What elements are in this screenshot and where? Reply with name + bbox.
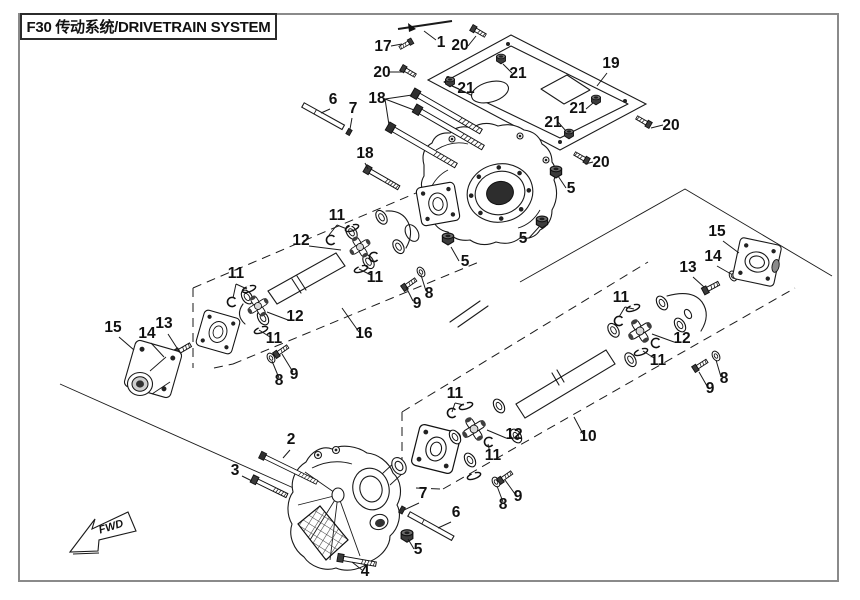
callout-18: 18	[356, 145, 374, 162]
callout-8: 8	[720, 370, 729, 387]
callout-11: 11	[447, 385, 464, 402]
callout-11: 11	[228, 265, 245, 282]
fwd-arrow: FWD	[68, 511, 137, 555]
leader-lines	[118, 30, 740, 571]
page-title-text: F30 传动系统/DRIVETRAIN SYSTEM	[26, 19, 271, 36]
callout-18: 18	[368, 90, 386, 107]
callout-13: 13	[679, 259, 697, 276]
page-border	[18, 13, 839, 582]
callout-20: 20	[373, 64, 390, 81]
rear-gearcase-drawing	[301, 87, 563, 292]
callout-12: 12	[292, 232, 309, 249]
callout-12: 12	[286, 308, 303, 325]
plane-lines	[59, 188, 833, 491]
callout-labels: 1 17 20 20 20 20 21 21 21 21 19 18 18 6 …	[104, 34, 728, 580]
callout-11: 11	[613, 289, 630, 306]
break-mark	[449, 300, 489, 328]
callout-12: 12	[505, 426, 522, 443]
dashed-panels	[192, 169, 796, 490]
callout-19: 19	[602, 55, 620, 72]
front-prop-shaft-drawing	[123, 207, 412, 399]
callout-11: 11	[329, 207, 346, 224]
callout-1: 1	[437, 34, 446, 51]
callout-8: 8	[499, 496, 508, 513]
callout-16: 16	[355, 325, 373, 342]
callout-9: 9	[514, 488, 523, 505]
callout-5: 5	[567, 180, 576, 197]
callout-21: 21	[569, 100, 587, 117]
vent-rod-drawing	[301, 102, 353, 137]
callout-5: 5	[414, 541, 423, 558]
callout-14: 14	[138, 325, 156, 342]
callout-11: 11	[266, 330, 283, 347]
front-flange-drawing	[123, 339, 183, 399]
callout-10: 10	[579, 428, 596, 445]
callout-21: 21	[544, 114, 562, 131]
callout-3: 3	[231, 462, 240, 479]
callout-7: 7	[349, 100, 358, 117]
callout-4: 4	[361, 563, 370, 580]
callout-21: 21	[457, 80, 475, 97]
callout-6: 6	[452, 504, 461, 521]
rear-flange-drawing	[732, 237, 782, 287]
callout-15: 15	[708, 223, 726, 240]
callout-17: 17	[374, 38, 391, 55]
callout-7: 7	[419, 485, 428, 502]
callout-11: 11	[650, 352, 667, 369]
callout-21: 21	[509, 65, 527, 82]
rear-prop-shaft-drawing	[409, 237, 782, 482]
callout-8: 8	[425, 285, 434, 302]
front-gearcase-drawing	[249, 445, 515, 571]
callout-9: 9	[706, 380, 715, 397]
callout-12: 12	[673, 330, 690, 347]
callout-11: 11	[485, 447, 502, 464]
callout-6: 6	[329, 91, 338, 108]
callout-5: 5	[519, 230, 528, 247]
callout-14: 14	[704, 248, 722, 265]
callout-20: 20	[662, 117, 679, 134]
callout-5: 5	[461, 253, 470, 270]
page-title: F30 传动系统/DRIVETRAIN SYSTEM	[20, 13, 277, 40]
callout-9: 9	[413, 295, 422, 312]
callout-2: 2	[287, 431, 296, 448]
callout-15: 15	[104, 319, 122, 336]
callout-13: 13	[155, 315, 173, 332]
callout-9: 9	[290, 366, 299, 383]
callout-8: 8	[275, 372, 284, 389]
callout-20: 20	[451, 37, 468, 54]
callout-11: 11	[367, 269, 384, 286]
callout-20: 20	[592, 154, 609, 171]
